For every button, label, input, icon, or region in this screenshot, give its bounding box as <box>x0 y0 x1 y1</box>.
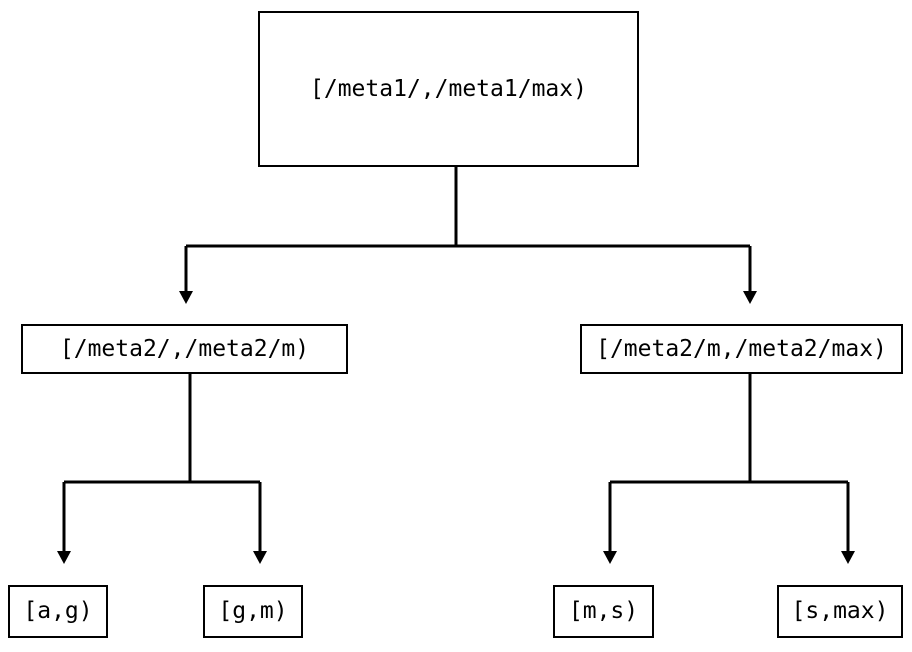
node-root[interactable]: [/meta1/,/meta1/max) <box>258 11 639 167</box>
arrowhead-to-meta2-lower <box>179 291 193 304</box>
node-leaf-ag-label: [a,g) <box>23 598 93 624</box>
node-meta2-lower-label: [/meta2/,/meta2/m) <box>59 335 310 362</box>
node-leaf-ag[interactable]: [a,g) <box>8 585 108 638</box>
node-meta2-lower[interactable]: [/meta2/,/meta2/m) <box>21 324 348 374</box>
arrowhead-to-leaf-ag <box>57 551 71 564</box>
node-leaf-smax-label: [s,max) <box>791 598 889 624</box>
arrowhead-to-leaf-gm <box>253 551 267 564</box>
node-leaf-gm-label: [g,m) <box>218 598 288 624</box>
node-meta2-upper[interactable]: [/meta2/m,/meta2/max) <box>580 324 903 374</box>
node-meta2-upper-label: [/meta2/m,/meta2/max) <box>596 335 887 362</box>
arrowhead-to-meta2-upper <box>743 291 757 304</box>
node-leaf-smax[interactable]: [s,max) <box>777 585 903 638</box>
node-root-label: [/meta1/,/meta1/max) <box>310 75 587 102</box>
node-leaf-ms[interactable]: [m,s) <box>553 585 654 638</box>
arrowhead-to-leaf-ms <box>603 551 617 564</box>
node-leaf-gm[interactable]: [g,m) <box>203 585 303 638</box>
node-leaf-ms-label: [m,s) <box>568 598 639 624</box>
arrowhead-to-leaf-smax <box>841 551 855 564</box>
